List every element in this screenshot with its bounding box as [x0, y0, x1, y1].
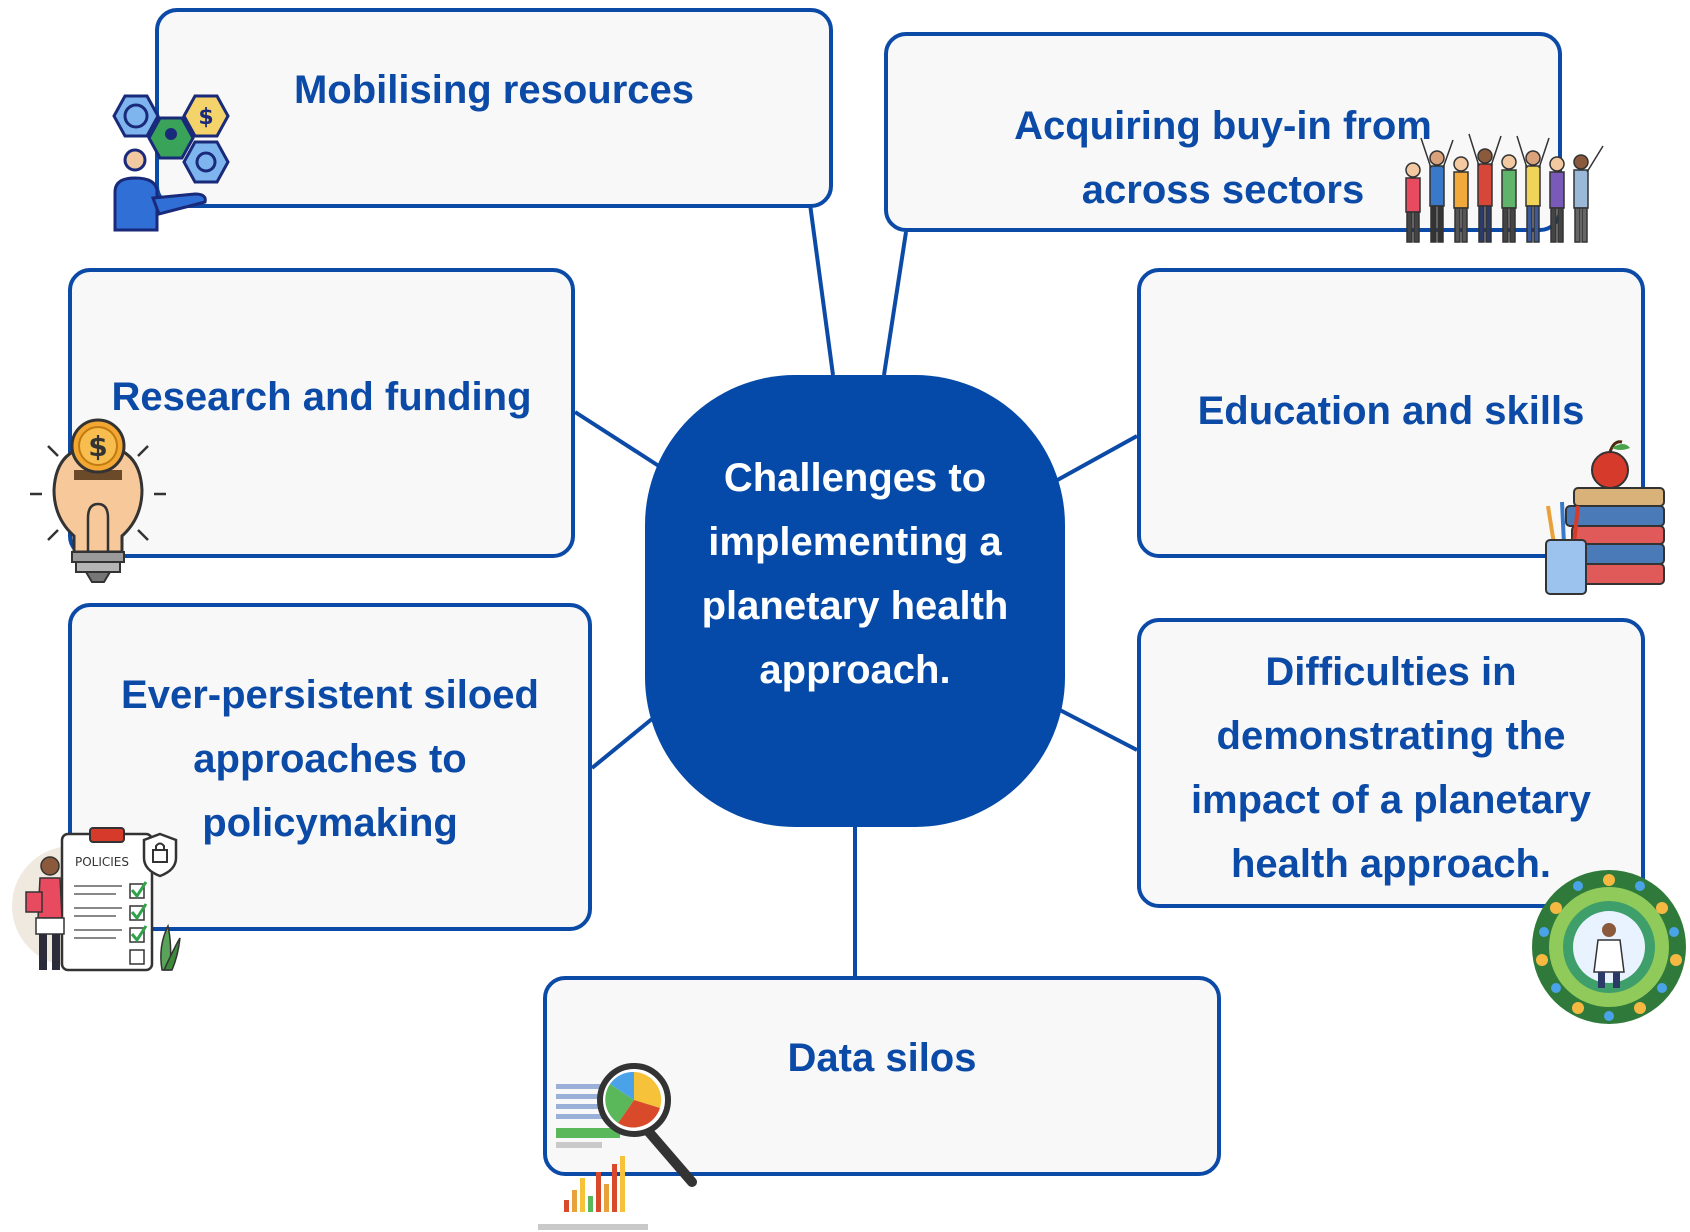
siloed-approaches-label: Ever-persistent siloed approaches to pol…	[121, 673, 539, 845]
books-apple-icon	[1545, 440, 1665, 595]
acquiring-buyin-box: Acquiring buy-in from across sectors	[884, 32, 1562, 232]
siloed-approaches-box: Ever-persistent siloed approaches to pol…	[68, 603, 592, 931]
connector-education	[1051, 434, 1138, 485]
svg-text:$: $	[198, 105, 213, 130]
acquiring-buyin-label: Acquiring buy-in from across sectors	[1014, 104, 1432, 212]
svg-text:POLICIES: POLICIES	[75, 855, 129, 869]
difficulties-label: Difficulties in demonstrating the impact…	[1190, 650, 1592, 886]
data-silos-label: Data silos	[787, 1036, 977, 1080]
crowd-people-icon	[1405, 133, 1604, 243]
central-challenge-label: Challenges to implementing a planetary h…	[701, 455, 1009, 692]
education-skills-label: Education and skills	[1197, 389, 1585, 433]
education-skills-box: Education and skills	[1137, 268, 1645, 558]
connector-difficulties	[1055, 706, 1138, 752]
connector-buyin	[882, 231, 908, 376]
mobilising-resources-label: Mobilising resources	[293, 68, 695, 112]
money-lightbulb-icon: $	[30, 418, 166, 583]
policies-clipboard-icon: POLICIES	[12, 827, 181, 972]
connector-siloed	[590, 712, 660, 770]
research-funding-box: Research and funding	[68, 268, 575, 558]
data-analysis-icon	[538, 1063, 697, 1230]
planetary-health-icon	[1532, 870, 1686, 1024]
connector-research	[573, 410, 667, 472]
resource-management-icon: $	[112, 94, 230, 232]
connector-mobilising	[808, 203, 835, 376]
central-challenge-node: Challenges to implementing a planetary h…	[645, 375, 1065, 827]
difficulties-box: Difficulties in demonstrating the impact…	[1137, 618, 1645, 908]
mobilising-resources-box: Mobilising resources	[155, 8, 833, 208]
research-funding-label: Research and funding	[111, 375, 532, 419]
svg-text:$: $	[88, 430, 107, 463]
